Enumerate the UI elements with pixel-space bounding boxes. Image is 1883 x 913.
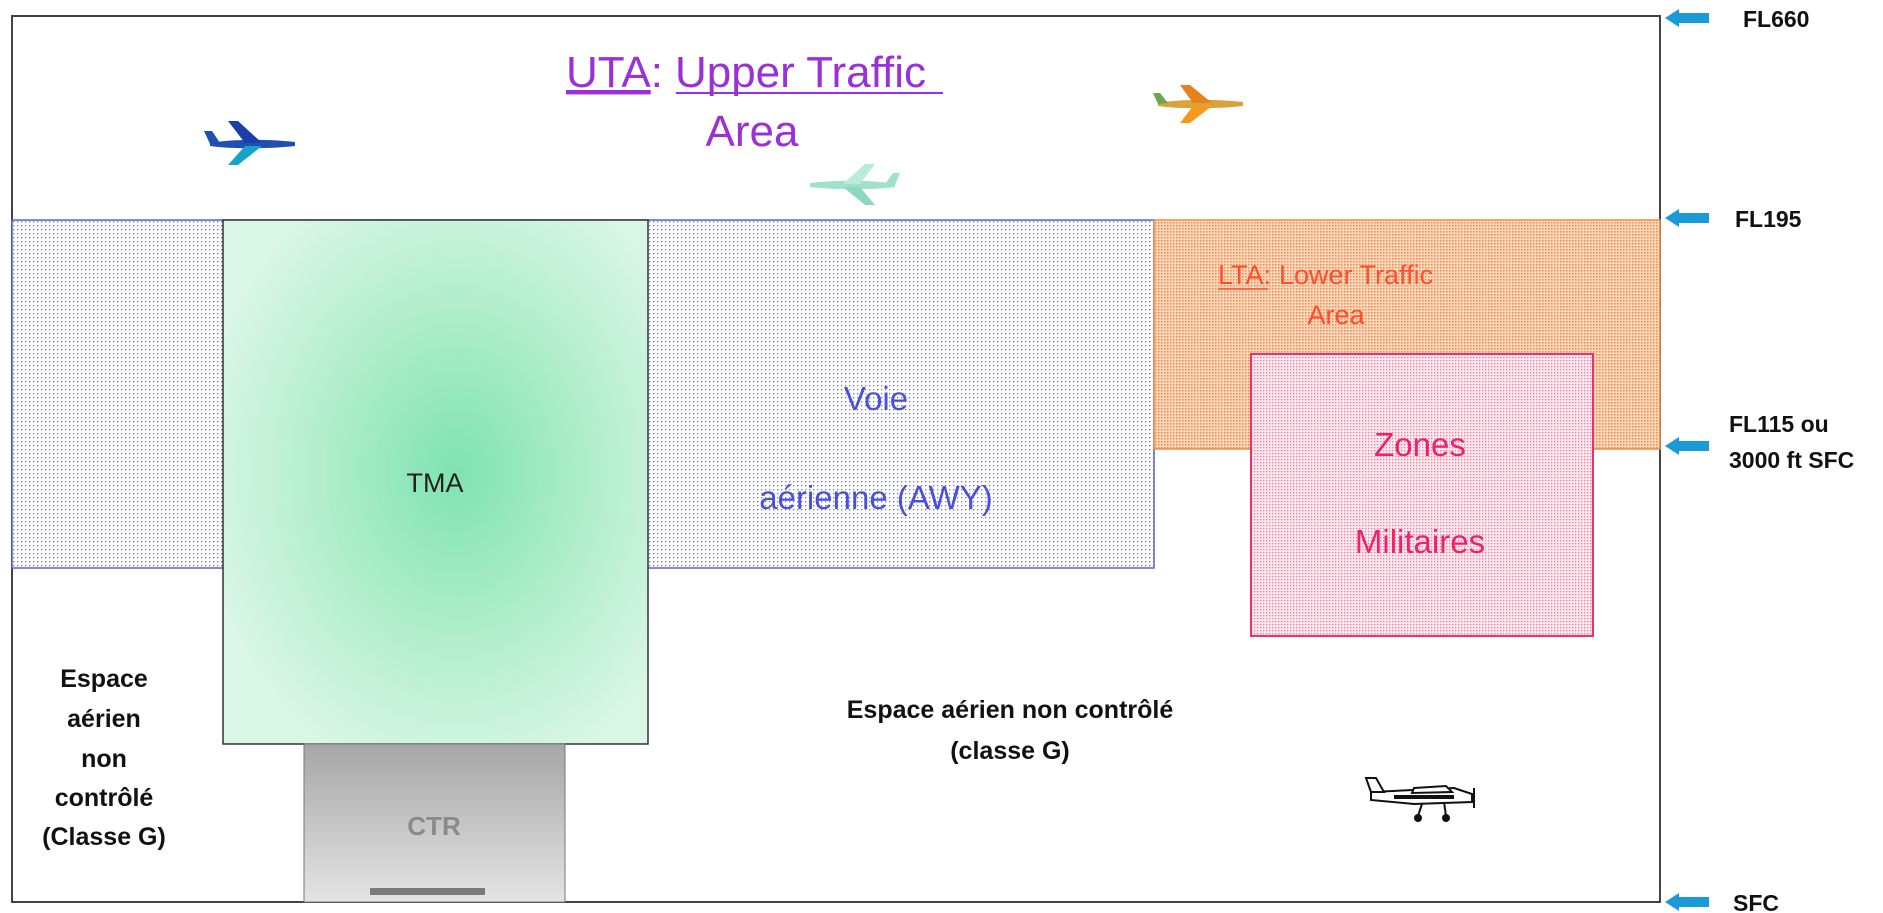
level-sfc: SFC [1733, 890, 1779, 913]
military-label-line2: Militaires [1355, 523, 1485, 560]
level-arrow-icon [1665, 209, 1709, 227]
class-g-left-line4: contrôlé [55, 784, 154, 812]
class-g-left-label: Espace aérien non contrôlé (Classe G) [42, 665, 166, 851]
class-g-left-line1: Espace [60, 665, 148, 693]
ctr-zone [303, 743, 566, 903]
military-label-line1: Zones [1374, 426, 1466, 463]
light-aircraft-icon [1364, 777, 1475, 822]
awy-label-line2: aérienne (AWY) [759, 479, 993, 516]
level-arrow-icon [1665, 9, 1709, 27]
lta-title-line2: Area [1307, 300, 1365, 330]
level-arrow-icon [1665, 893, 1709, 911]
class-g-left-line5: (Classe G) [42, 823, 166, 851]
jet-mint-icon [810, 164, 900, 205]
level-fl195: FL195 [1735, 206, 1802, 232]
class-g-left-line3: non [81, 745, 127, 773]
military-zone [1250, 353, 1594, 637]
class-g-left-line2: aérien [67, 705, 141, 733]
jet-orange-icon [1153, 85, 1243, 123]
class-g-center-line1: Espace aérien non contrôlé [847, 696, 1174, 724]
level-arrow-icon [1665, 437, 1709, 455]
level-fl660: FL660 [1743, 6, 1809, 32]
uta-title-line2: Area [706, 107, 799, 156]
lta-title-line1: LTA:Lower Traffic [1218, 260, 1433, 290]
runway-marker [370, 888, 485, 895]
ctr-label: CTR [407, 811, 461, 841]
awy-label-line1: Voie [844, 380, 908, 417]
tma-label: TMA [407, 468, 464, 498]
jet-blue-icon [204, 121, 295, 165]
level-fl115-line2: 3000 ft SFC [1729, 447, 1854, 473]
tma-zone [222, 219, 649, 745]
uta-title-line1: UTA:Upper Traffic [566, 48, 926, 97]
class-g-center-line2: (classe G) [950, 737, 1070, 765]
level-fl115-line1: FL115 ou [1729, 411, 1829, 437]
